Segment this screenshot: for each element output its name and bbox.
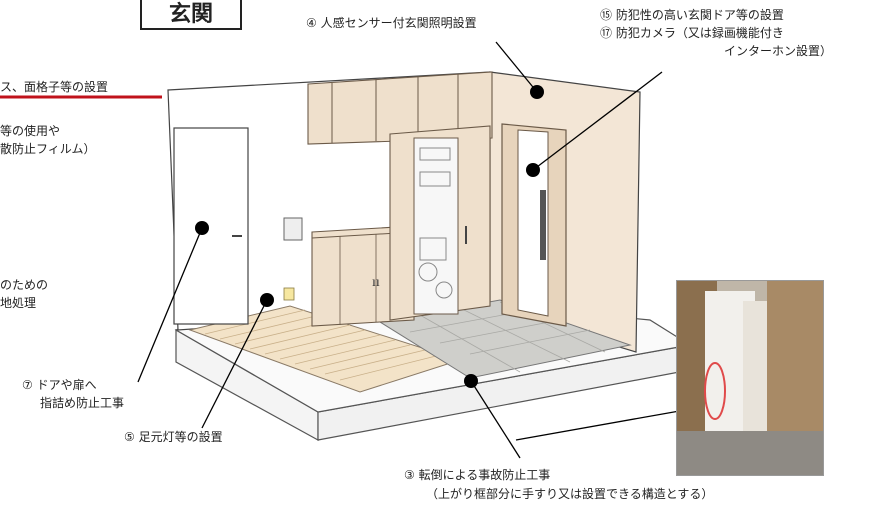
svg-text:ıı: ıı — [372, 275, 380, 290]
label-5-foot-light: ⑤ 足元灯等の設置 — [124, 430, 223, 444]
left-door — [173, 127, 249, 325]
wall-switch — [283, 217, 303, 241]
shoe-cabinet — [311, 225, 415, 327]
label-left-floor-1: のための — [0, 278, 49, 292]
label-3-fall-prevention-2: （上がり框部分に手すり又は設置できる構造とする） — [426, 487, 714, 501]
label-15-security-door: ⑮ 防犯性の高い玄関ドア等の設置 — [600, 8, 784, 22]
photo-circle-mark — [704, 362, 726, 420]
label-7-finger-guard-2: 指詰め防止工事 — [40, 396, 125, 410]
leader-lines — [137, 41, 720, 459]
closet-contents — [418, 147, 453, 299]
label-17-camera-line2: インターホン設置） — [724, 44, 833, 58]
door-lock — [540, 190, 546, 260]
label-left-glass-2: 散防止フィルム） — [0, 142, 96, 156]
entrance-door-opening — [517, 129, 549, 317]
label-left-floor-2: 地処理 — [0, 296, 37, 310]
label-17-camera-line1: ⑰ 防犯カメラ（又は録画機能付き — [600, 26, 784, 40]
upper-cabinet-dividers — [331, 74, 459, 143]
section-title: 玄関 — [140, 0, 242, 30]
foot-light — [283, 287, 295, 301]
label-3-fall-prevention-1: ③ 転倒による事故防止工事 — [404, 468, 551, 482]
upper-cabinets — [307, 71, 493, 145]
label-left-glass-1: 等の使用や — [0, 124, 61, 138]
label-4-sensor-light: ④ 人感センサー付玄関照明設置 — [306, 16, 477, 30]
closet-open-door — [413, 137, 459, 315]
label-7-finger-guard-1: ⑦ ドアや扉へ — [22, 378, 97, 392]
label-left-window-grille: ス、面格子等の設置 — [0, 80, 109, 94]
inset-photo — [676, 280, 824, 476]
